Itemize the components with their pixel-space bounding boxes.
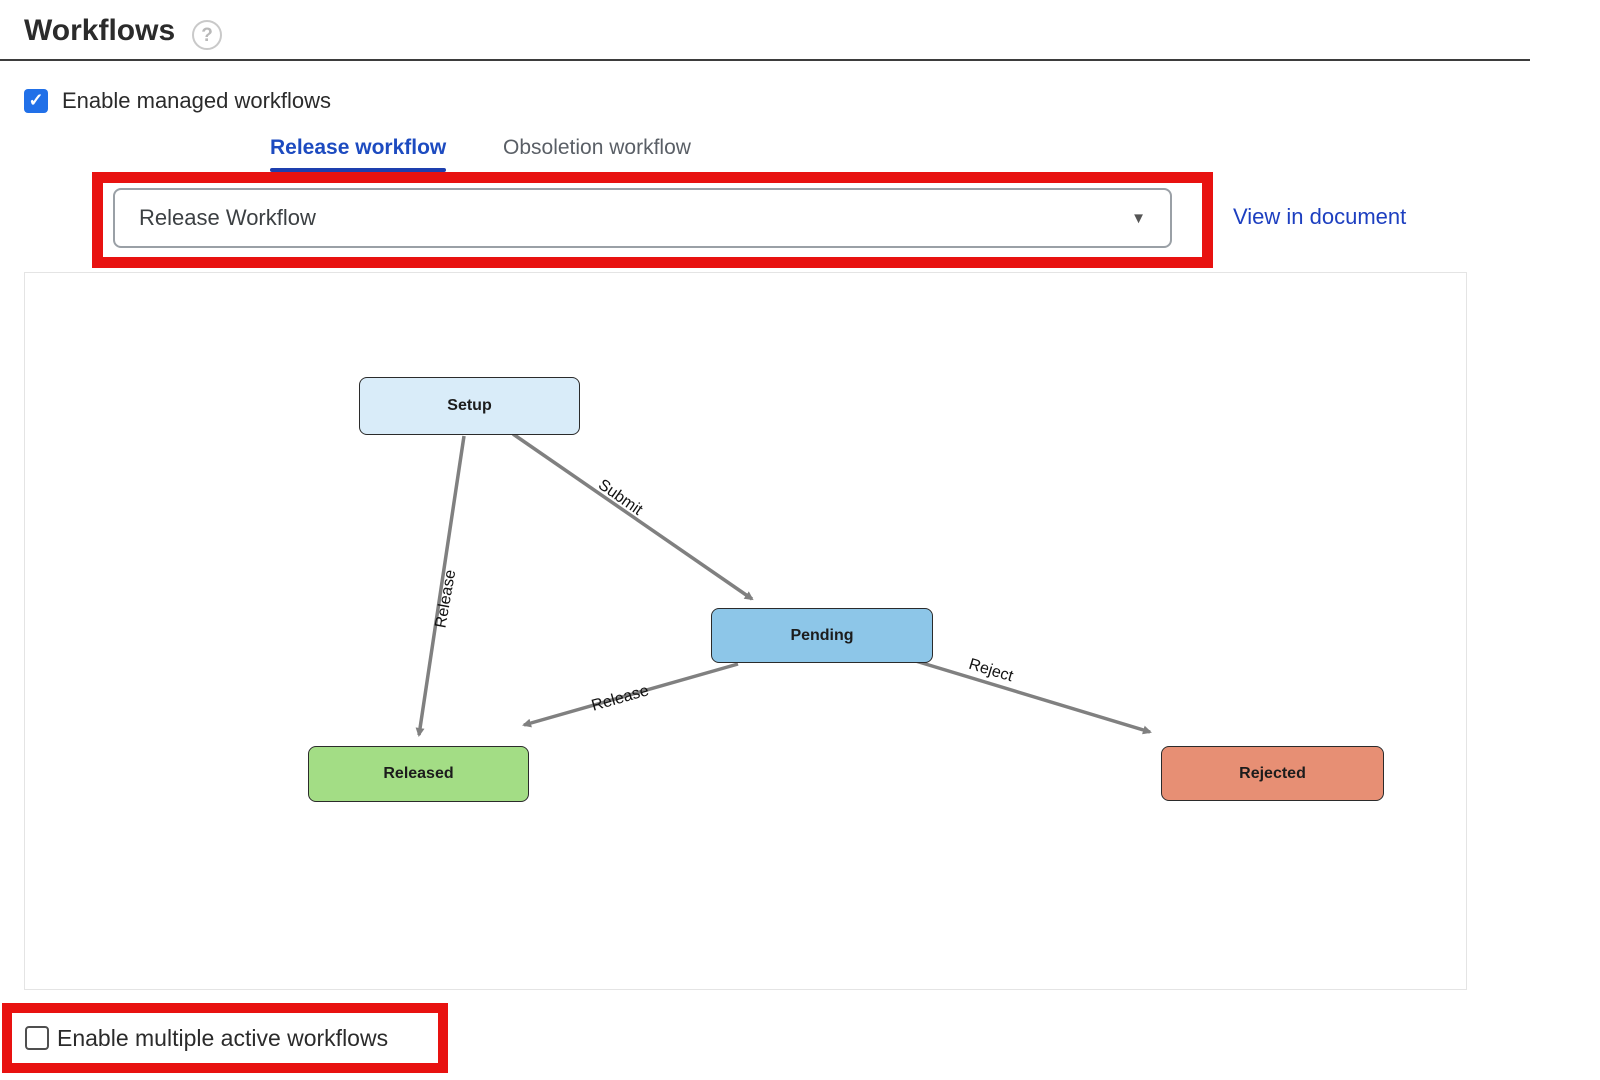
- edge-pending-released: [522, 662, 739, 728]
- diagram-node-released[interactable]: Released: [308, 746, 529, 802]
- enable-managed-workflows-checkbox[interactable]: ✓: [24, 89, 48, 113]
- checkmark-icon: ✓: [28, 90, 44, 110]
- enable-managed-workflows-label: Enable managed workflows: [62, 88, 332, 113]
- workflow-select-value: Release Workflow: [139, 205, 316, 230]
- enable-multiple-workflows-label: Enable multiple active workflows: [57, 1024, 389, 1051]
- tab-obsoletion-workflow-label: Obsoletion workflow: [503, 136, 691, 159]
- workflow-select-dropdown[interactable]: Release Workflow ▼: [113, 188, 1172, 248]
- tab-release-workflow[interactable]: Release workflow: [270, 136, 447, 172]
- header-divider: [0, 59, 1530, 61]
- tab-release-workflow-label: Release workflow: [270, 136, 447, 159]
- enable-multiple-workflows-checkbox[interactable]: [25, 1026, 49, 1050]
- view-in-document-link[interactable]: View in document: [1233, 204, 1407, 229]
- tab-obsoletion-workflow[interactable]: Obsoletion workflow: [503, 136, 691, 160]
- diagram-node-pending[interactable]: Pending: [711, 608, 933, 663]
- chevron-down-icon: ▼: [1131, 209, 1146, 227]
- workflow-edges: [415, 432, 1152, 737]
- diagram-node-rejected[interactable]: Rejected: [1161, 746, 1384, 801]
- annotation-rectangle-dropdown: [92, 172, 1213, 268]
- annotation-rectangle-multiple-workflows: Enable multiple active workflows: [2, 1003, 448, 1073]
- edge-pending-rejected: [908, 657, 1152, 735]
- tab-active-underline: [270, 168, 447, 172]
- enable-managed-workflows-row: ✓ Enable managed workflows: [24, 88, 331, 114]
- edge-setup-released: [415, 435, 466, 737]
- diagram-node-setup[interactable]: Setup: [359, 377, 580, 435]
- page-title: Workflows: [24, 14, 176, 47]
- edge-setup-pending: [512, 432, 754, 601]
- workflow-diagram-panel: Release Submit Release Reject Setup Pend…: [24, 272, 1467, 990]
- help-icon[interactable]: ?: [192, 20, 222, 50]
